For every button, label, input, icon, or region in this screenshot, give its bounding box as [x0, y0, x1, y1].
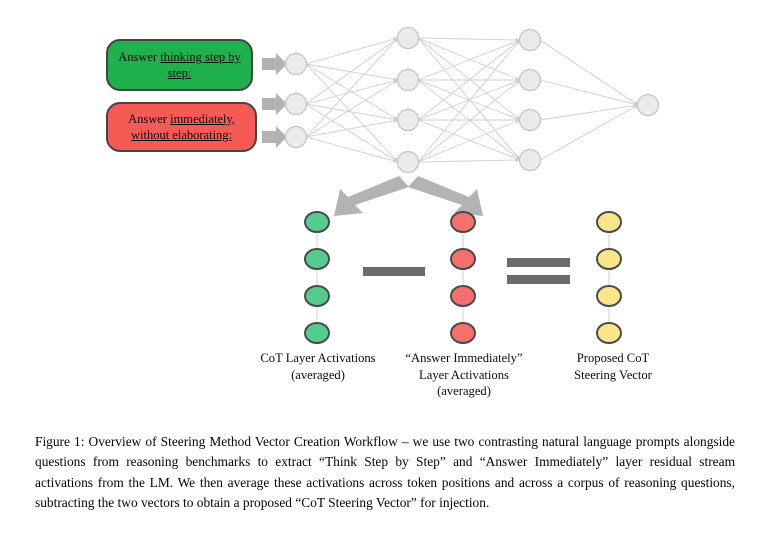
extraction-arrow-right	[408, 176, 483, 216]
prompt-immediate-underlined-b: without elaborating:	[130, 128, 233, 142]
cot-vector-node-4	[304, 322, 330, 344]
equals-bar-bottom	[507, 275, 570, 284]
equals-bar-top	[507, 258, 570, 267]
hidden1-node-2	[396, 68, 420, 92]
prompt-cot-lead: Answer	[118, 50, 161, 64]
hidden1-node-1	[396, 26, 420, 50]
immediate-vector-node-1	[450, 211, 476, 233]
equals-sign-icon	[507, 258, 570, 284]
edges-hidden2-to-output	[539, 39, 639, 161]
edges-hidden1-to-hidden2	[417, 37, 521, 163]
hidden1-node-4	[396, 150, 420, 174]
prompt-box-cot: Answer thinking step by step:	[106, 39, 253, 91]
input-block-arrows	[262, 53, 287, 148]
edges-input-to-hidden1	[305, 37, 399, 163]
steering-vector-node-4	[596, 322, 622, 344]
network-nodes	[284, 26, 660, 174]
cot-vector-node-3	[304, 285, 330, 307]
prompt-cot-text: Answer thinking step by step:	[114, 49, 245, 81]
cot-vector-node-2	[304, 248, 330, 270]
extraction-arrow-left	[334, 176, 409, 216]
hidden1-node-3	[396, 108, 420, 132]
immediate-vector-label-line2: Layer Activations	[419, 367, 509, 382]
prompt-immediate-lead: Answer	[128, 112, 171, 126]
prompt-immediate-text: Answer immediately, without elaborating:	[114, 111, 249, 143]
hidden2-node-1	[518, 28, 542, 52]
immediate-vector-node-4	[450, 322, 476, 344]
cot-vector-node-1	[304, 211, 330, 233]
cot-vector-label-line2: (averaged)	[291, 367, 345, 382]
hidden2-node-3	[518, 108, 542, 132]
prompt-box-answer-immediately: Answer immediately, without elaborating:	[106, 102, 257, 152]
immediate-vector-node-2	[450, 248, 476, 270]
steering-vector-node-2	[596, 248, 622, 270]
steering-vector-label-line2: Steering Vector	[574, 367, 652, 382]
immediate-vector-node-3	[450, 285, 476, 307]
output-node	[636, 93, 660, 117]
input-arrow-3	[262, 126, 287, 148]
diagram-svg	[262, 26, 660, 344]
steering-vector-label: Proposed CoT Steering Vector	[540, 350, 686, 383]
input-node-3	[284, 125, 308, 149]
immediate-vector-label-line3: (averaged)	[437, 384, 491, 399]
prompt-immediate-underlined-a: immediately,	[170, 112, 235, 126]
input-arrow-1	[262, 53, 287, 75]
input-node-1	[284, 52, 308, 76]
extraction-arrows	[334, 176, 483, 216]
prompt-cot-underlined: thinking step by step:	[160, 50, 241, 80]
minus-bar	[363, 267, 425, 276]
figure-caption: Figure 1: Overview of Steering Method Ve…	[35, 434, 735, 511]
vector-spines	[316, 218, 610, 333]
steering-vector-nodes	[596, 211, 622, 344]
steering-vector-node-1	[596, 211, 622, 233]
steering-vector-label-line1: Proposed CoT	[576, 351, 650, 365]
workflow-diagram: Answer thinking step by step: Answer imm…	[106, 26, 686, 400]
immediate-vector-label: “Answer Immediately” Layer Activations (…	[382, 350, 546, 400]
hidden2-node-2	[518, 68, 542, 92]
cot-vector-label-line1: CoT Layer Activations	[260, 351, 376, 365]
cot-vector-nodes	[304, 211, 330, 344]
input-arrow-2	[262, 93, 287, 115]
input-node-2	[284, 92, 308, 116]
steering-vector-node-3	[596, 285, 622, 307]
immediate-vector-nodes	[450, 211, 476, 344]
cot-vector-label: CoT Layer Activations (averaged)	[232, 350, 404, 383]
immediate-vector-label-line1: “Answer Immediately”	[405, 351, 523, 365]
hidden2-node-4	[518, 148, 542, 172]
minus-sign-icon	[363, 267, 425, 276]
